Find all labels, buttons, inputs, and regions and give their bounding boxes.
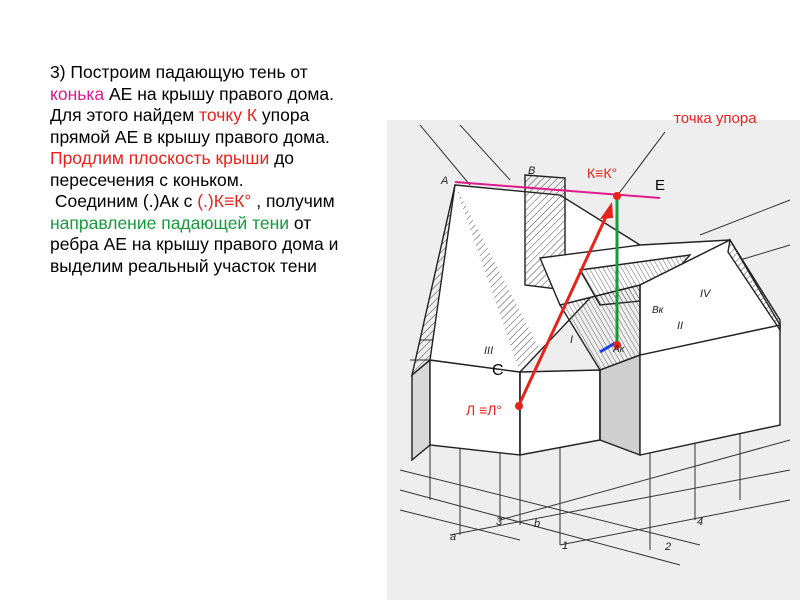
- label-point-c: С: [492, 362, 504, 379]
- label-roman-2: II: [677, 320, 684, 332]
- label-point-ak: Aк: [613, 344, 625, 355]
- axis-mark-a: a: [450, 531, 457, 543]
- point-ak: [613, 341, 621, 349]
- point-k: [613, 192, 621, 200]
- label-roman-3: III: [484, 345, 494, 357]
- text-segment: Для этого найдем: [50, 105, 200, 125]
- highlight-konek: конька: [50, 83, 105, 104]
- label-point-a: A: [441, 175, 449, 187]
- step-description-3: Соединим (.)Ак с (.)К≡К° , получим напра…: [50, 191, 350, 277]
- label-roman-4: IV: [700, 288, 711, 300]
- label-point-l: Л ≡Л°: [466, 402, 503, 418]
- text-segment: 3) Построим падающую тень от: [50, 62, 308, 82]
- label-point-bk: Bк: [652, 305, 664, 316]
- highlight-k-point: (.)К≡К°: [197, 191, 252, 211]
- label-stop-point: точка упора: [674, 110, 757, 127]
- text-segment: Соединим (.)Ак с: [54, 191, 198, 211]
- projection-segment: [599, 341, 616, 354]
- highlight-extend-plane: Продлим плоскость крыши: [50, 148, 270, 168]
- axis-mark-2: 2: [665, 541, 672, 553]
- step-description: 3) Построим падающую тень от конька АЕ н…: [50, 62, 350, 105]
- point-l: [515, 402, 523, 410]
- label-roman-1: I: [570, 334, 574, 346]
- stop-point-leader: [616, 131, 666, 197]
- axis-mark-3: 3: [496, 516, 503, 528]
- text-segment: упора прямой АЕ в крышу правого дома.: [50, 105, 330, 147]
- highlight-direction: направление падающей тени: [50, 212, 290, 233]
- text-segment: АЕ на крышу правого дома.: [104, 83, 335, 104]
- explanation-text: 3) Построим падающую тень от конька АЕ н…: [50, 62, 350, 277]
- ridge-ae-line: [454, 181, 661, 199]
- label-point-b: B: [528, 165, 536, 177]
- text-segment: до пересечения с коньком.: [50, 148, 295, 190]
- step-description-2: Для этого найдем точку К упора прямой АЕ…: [50, 105, 350, 191]
- axis-mark-4: 4: [697, 516, 704, 528]
- shadow-direction-arrowhead: [600, 202, 613, 219]
- highlight-point-k: точку К: [199, 105, 258, 125]
- label-point-e: Е: [655, 177, 666, 194]
- label-point-k: К≡К°: [587, 165, 618, 181]
- axis-mark-b: b: [534, 518, 541, 530]
- text-segment: от ребра АЕ на крышу правого дома и выде…: [50, 212, 339, 276]
- shadow-direction-line: [517, 207, 612, 406]
- text-segment: , получим: [251, 191, 335, 211]
- axis-mark-1: 1: [562, 540, 569, 552]
